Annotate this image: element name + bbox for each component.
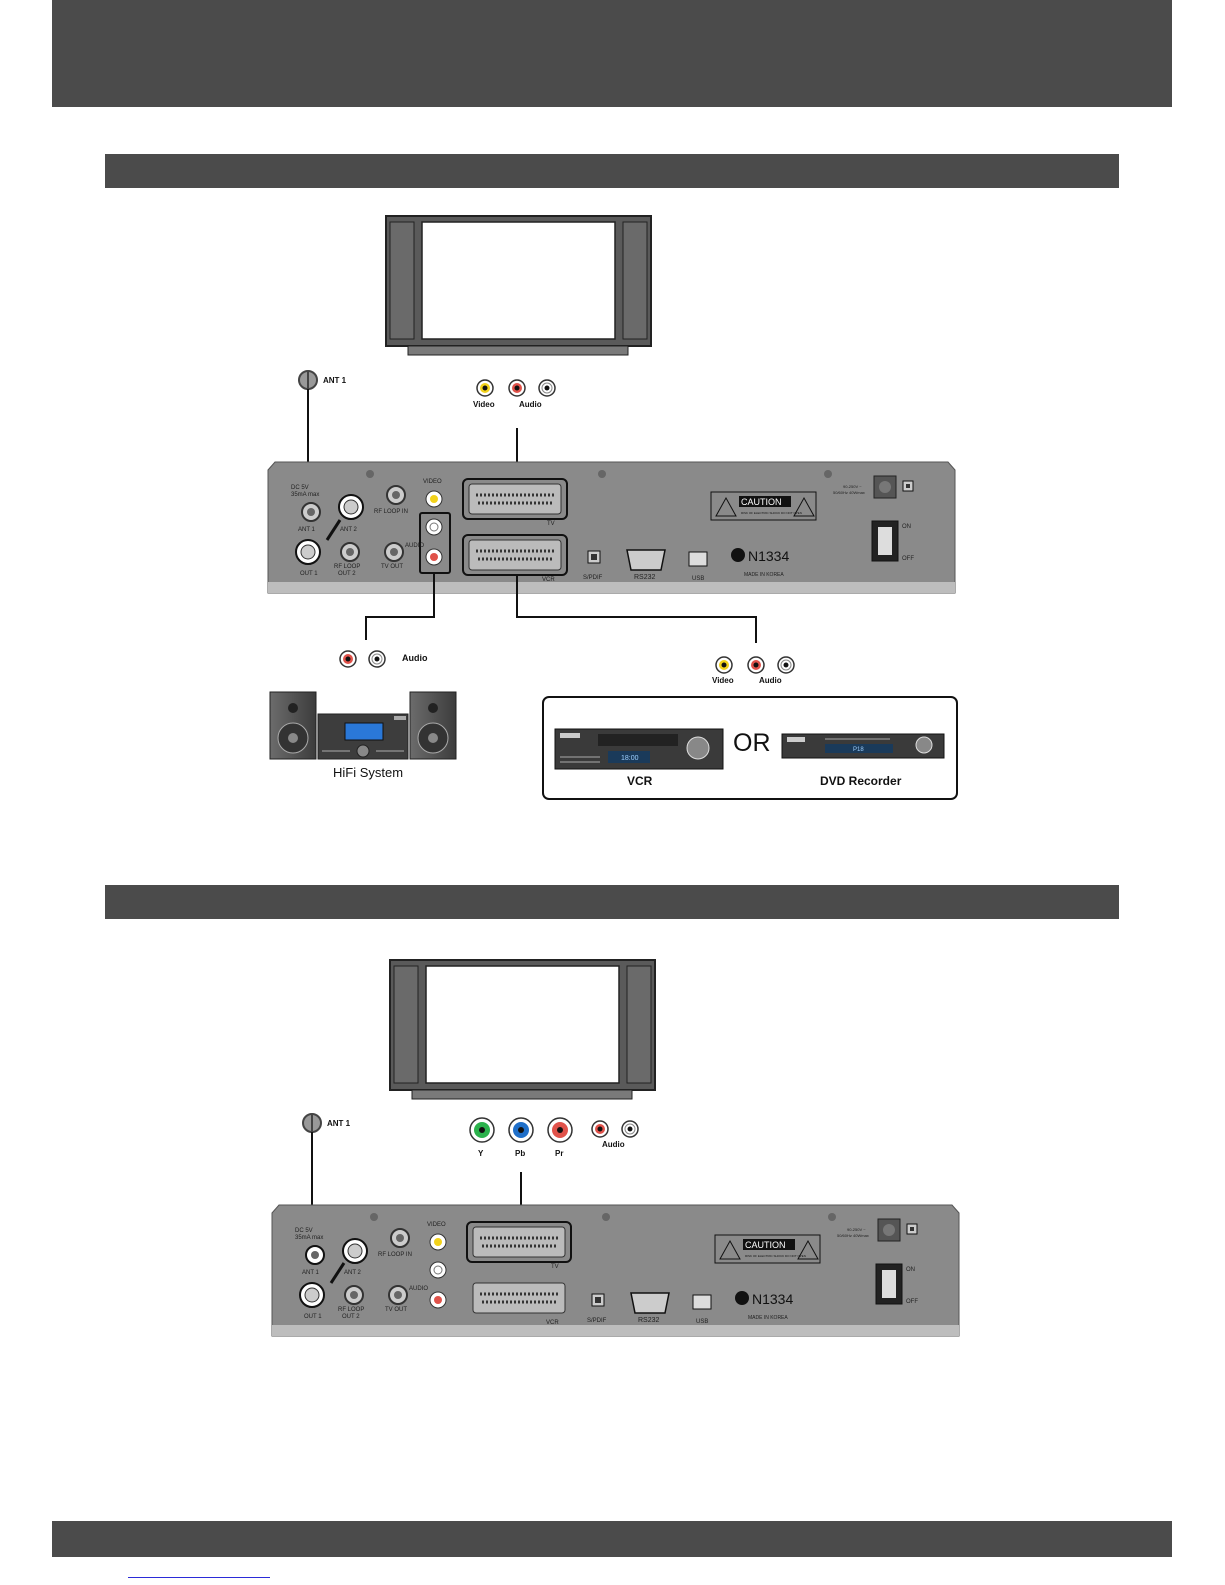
svg-text:RF LOOP: RF LOOP bbox=[338, 1307, 364, 1313]
receiver-rear-panel: DC 5V 35mA max ANT 1 ANT 2 RF LOOP IN OU… bbox=[267, 461, 956, 594]
svg-text:VCR: VCR bbox=[546, 1320, 559, 1326]
svg-text:VIDEO: VIDEO bbox=[423, 479, 442, 485]
tv-icon bbox=[389, 959, 656, 1100]
svg-text:MADE IN KOREA: MADE IN KOREA bbox=[748, 1315, 788, 1321]
diagram-scart-connection: ANT 1 Video Audio DC 5V 35mA max ANT 1 A… bbox=[267, 215, 958, 800]
svg-text:RF LOOP: RF LOOP bbox=[334, 564, 360, 570]
svg-text:50/60Hz 40Wmax: 50/60Hz 40Wmax bbox=[833, 490, 865, 495]
svg-text:ON: ON bbox=[906, 1267, 915, 1273]
or-label: OR bbox=[733, 729, 771, 757]
svg-text:USB: USB bbox=[692, 576, 704, 582]
antenna-label: ANT 1 bbox=[327, 1119, 351, 1128]
svg-text:90-250V ~: 90-250V ~ bbox=[843, 484, 862, 489]
tv-audio-label: Audio bbox=[519, 400, 542, 409]
svg-text:TV OUT: TV OUT bbox=[381, 564, 403, 570]
svg-text:DC 5V: DC 5V bbox=[295, 1228, 313, 1234]
hifi-audio-label: Audio bbox=[402, 653, 428, 663]
svg-text:ON: ON bbox=[902, 524, 911, 530]
svg-text:TV OUT: TV OUT bbox=[385, 1307, 407, 1313]
svg-text:ANT 2: ANT 2 bbox=[344, 1270, 362, 1276]
svg-text:OFF: OFF bbox=[902, 556, 914, 562]
svg-text:RS232: RS232 bbox=[638, 1317, 660, 1324]
svg-text:S/PDIF: S/PDIF bbox=[583, 575, 603, 581]
svg-text:ANT 1: ANT 1 bbox=[302, 1270, 320, 1276]
tv-icon bbox=[385, 215, 652, 356]
svg-text:P18: P18 bbox=[853, 747, 864, 753]
tv-rca-jacks bbox=[476, 379, 556, 397]
svg-text:OUT 1: OUT 1 bbox=[304, 1314, 322, 1320]
antenna-icon bbox=[302, 1113, 322, 1133]
svg-text:VCR: VCR bbox=[542, 577, 555, 583]
svg-text:VIDEO: VIDEO bbox=[427, 1222, 446, 1228]
vcr-label: VCR bbox=[627, 774, 653, 788]
svg-text:MADE IN KOREA: MADE IN KOREA bbox=[744, 572, 784, 578]
svg-text:35mA max: 35mA max bbox=[295, 1235, 323, 1241]
svg-text:N1334: N1334 bbox=[752, 1291, 793, 1307]
tv-video-label: Video bbox=[473, 400, 495, 409]
dvd-recorder-label: DVD Recorder bbox=[820, 774, 902, 788]
vcr-scart-cable bbox=[516, 575, 757, 643]
svg-text:N1334: N1334 bbox=[748, 548, 789, 564]
pr-label: Pr bbox=[555, 1149, 563, 1158]
footer-bar bbox=[52, 1521, 1172, 1557]
diagram-component-connection: ANT 1 Y Pb Pr Audio DC 5V 35mA max ANT 1… bbox=[271, 959, 960, 1337]
svg-text:RF LOOP IN: RF LOOP IN bbox=[378, 1252, 412, 1258]
receiver-rear-panel: DC 5V 35mA max ANT 1 ANT 2 RF LOOP IN OU… bbox=[271, 1204, 960, 1337]
svg-text:S/PDIF: S/PDIF bbox=[587, 1318, 607, 1324]
svg-text:OUT 2: OUT 2 bbox=[338, 571, 356, 577]
footer-rule bbox=[128, 1577, 270, 1578]
component-audio-label: Audio bbox=[602, 1140, 625, 1149]
svg-text:DC 5V: DC 5V bbox=[291, 485, 309, 491]
svg-text:ANT 1: ANT 1 bbox=[298, 527, 316, 533]
y-label: Y bbox=[478, 1149, 484, 1158]
hifi-system-icon bbox=[269, 691, 457, 760]
recorder-options-box bbox=[542, 696, 958, 800]
svg-text:RISK OF ELECTRIC SHOCK DO NOT: RISK OF ELECTRIC SHOCK DO NOT OPEN bbox=[745, 1254, 806, 1258]
section-bar-2 bbox=[105, 885, 1119, 919]
recorder-audio-label: Audio bbox=[759, 676, 782, 685]
svg-text:TV: TV bbox=[547, 521, 555, 527]
component-jacks bbox=[469, 1117, 639, 1143]
svg-text:50/60Hz 40Wmax: 50/60Hz 40Wmax bbox=[837, 1233, 869, 1238]
dvd-recorder-icon: P18 bbox=[781, 733, 945, 759]
header-bar bbox=[52, 0, 1172, 107]
antenna-icon bbox=[298, 370, 318, 390]
svg-text:AUDIO: AUDIO bbox=[409, 1286, 428, 1292]
svg-text:OUT 2: OUT 2 bbox=[342, 1314, 360, 1320]
recorder-video-label: Video bbox=[712, 676, 734, 685]
svg-text:RS232: RS232 bbox=[634, 574, 656, 581]
hifi-label: HiFi System bbox=[333, 765, 403, 780]
pb-label: Pb bbox=[515, 1149, 525, 1158]
svg-text:USB: USB bbox=[696, 1319, 708, 1325]
hifi-audio-cable bbox=[365, 573, 435, 640]
svg-text:90-250V ~: 90-250V ~ bbox=[847, 1227, 866, 1232]
svg-text:CAUTION: CAUTION bbox=[741, 497, 782, 507]
svg-text:OFF: OFF bbox=[906, 1299, 918, 1305]
section-bar-1 bbox=[105, 154, 1119, 188]
hifi-rca-jacks bbox=[339, 650, 386, 668]
svg-text:CAUTION: CAUTION bbox=[745, 1240, 786, 1250]
svg-text:18:00: 18:00 bbox=[621, 755, 639, 762]
svg-text:OUT 1: OUT 1 bbox=[300, 571, 318, 577]
svg-text:TV: TV bbox=[551, 1264, 559, 1270]
recorder-rca-jacks bbox=[715, 656, 795, 674]
svg-text:ANT 2: ANT 2 bbox=[340, 527, 358, 533]
svg-text:35mA max: 35mA max bbox=[291, 492, 319, 498]
svg-text:AUDIO: AUDIO bbox=[405, 543, 424, 549]
antenna-label: ANT 1 bbox=[323, 376, 347, 385]
svg-text:RISK OF ELECTRIC SHOCK DO NOT: RISK OF ELECTRIC SHOCK DO NOT OPEN bbox=[741, 511, 802, 515]
vcr-icon: 18:00 bbox=[554, 728, 724, 770]
svg-text:RF LOOP IN: RF LOOP IN bbox=[374, 509, 408, 515]
